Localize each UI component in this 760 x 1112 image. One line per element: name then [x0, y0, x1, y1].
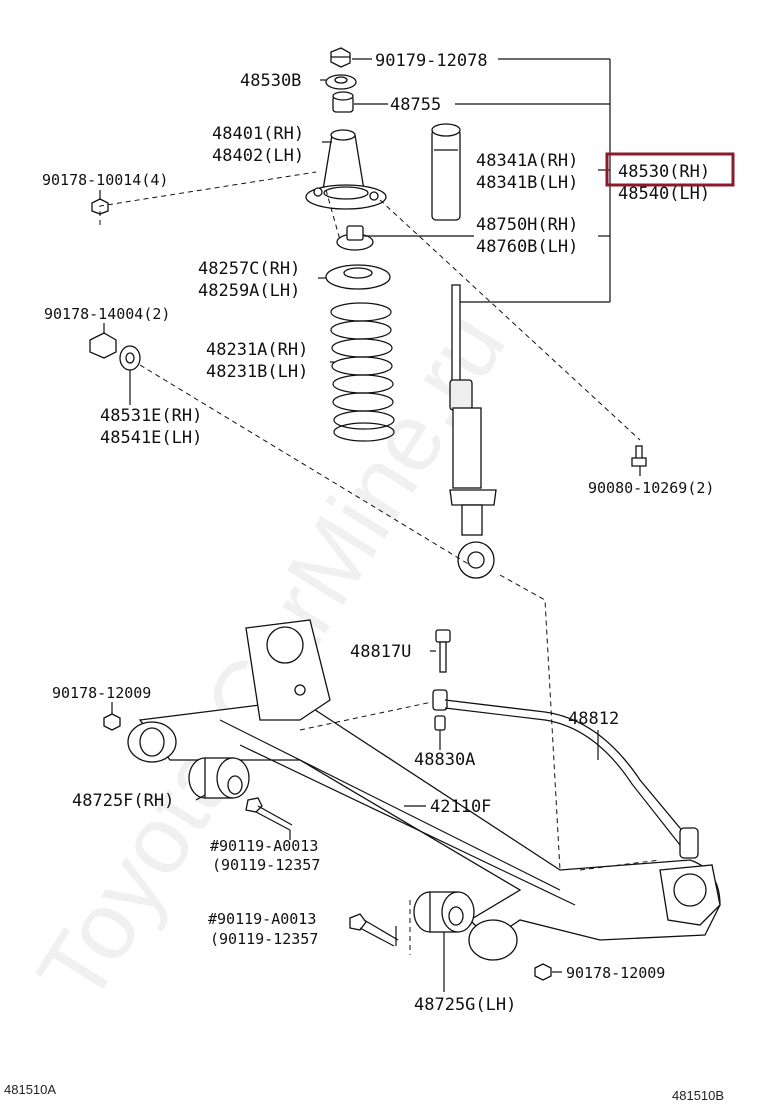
label-90119-12357-lower[interactable]: (90119-12357 — [210, 930, 318, 948]
label-48401[interactable]: 48401(RH) — [212, 124, 304, 144]
stabilizer-bar — [444, 699, 699, 859]
bushing — [332, 91, 354, 113]
label-48541e[interactable]: 48541E(LH) — [100, 428, 202, 448]
label-48725f[interactable]: 48725F(RH) — [72, 791, 174, 811]
label-42110f[interactable]: 42110F — [430, 797, 491, 817]
label-90178-12009-lower[interactable]: 90178-12009 — [566, 964, 665, 982]
bump-stop-boot — [431, 123, 461, 221]
label-48257c[interactable]: 48257C(RH) — [198, 259, 300, 279]
dashed-guides — [99, 171, 661, 955]
small-bolt-right — [631, 445, 647, 467]
label-48830a[interactable]: 48830A — [414, 750, 475, 770]
label-48540[interactable]: 48540(LH) — [618, 184, 710, 204]
label-48531e[interactable]: 48531E(RH) — [100, 406, 202, 426]
washer — [325, 74, 357, 90]
label-48755[interactable]: 48755 — [390, 95, 441, 115]
strut-mount — [305, 129, 387, 210]
bushing-rh — [188, 757, 250, 799]
label-48817u[interactable]: 48817U — [350, 642, 411, 662]
label-48530b[interactable]: 48530B — [240, 71, 301, 91]
label-48725g[interactable]: 48725G(LH) — [414, 995, 516, 1015]
label-48231b[interactable]: 48231B(LH) — [206, 362, 308, 382]
coil-spring — [330, 302, 395, 442]
label-90080-10269[interactable]: 90080-10269(2) — [588, 479, 714, 497]
bolt-48817u — [435, 629, 451, 673]
label-90119-a0013-lower[interactable]: #90119-A0013 — [208, 910, 316, 928]
label-48750h[interactable]: 48750H(RH) — [476, 215, 578, 235]
bolt-lower — [349, 913, 399, 947]
highlight-box — [605, 152, 735, 187]
axle-beam — [127, 619, 721, 961]
label-48402[interactable]: 48402(LH) — [212, 146, 304, 166]
nut-left — [89, 332, 117, 359]
shock-absorber — [449, 284, 497, 579]
footer-left-code: 481510A — [4, 1082, 56, 1097]
label-90178-10014[interactable]: 90178-10014(4) — [42, 171, 168, 189]
label-48341b[interactable]: 48341B(LH) — [476, 173, 578, 193]
label-48259a[interactable]: 48259A(LH) — [198, 281, 300, 301]
bushing-lh — [413, 891, 475, 933]
label-48812[interactable]: 48812 — [568, 709, 619, 729]
label-90178-12009-upper[interactable]: 90178-12009 — [52, 684, 151, 702]
label-90119-a0013-upper[interactable]: #90119-A0013 — [210, 837, 318, 855]
label-90179-12078[interactable]: 90179-12078 — [375, 51, 488, 71]
spring-seat-small — [336, 225, 374, 251]
label-90178-14004[interactable]: 90178-14004(2) — [44, 305, 170, 323]
leader-lines — [99, 58, 641, 992]
washer-left — [119, 345, 141, 371]
bolt-upper — [245, 797, 293, 831]
label-48530[interactable]: 48530(RH) — [618, 162, 710, 182]
nut-upper-left — [103, 713, 121, 731]
spring-insulator — [325, 264, 391, 290]
label-48760b[interactable]: 48760B(LH) — [476, 237, 578, 257]
label-48231a[interactable]: 48231A(RH) — [206, 340, 308, 360]
top-nut — [330, 47, 351, 68]
label-90119-12357-upper[interactable]: (90119-12357 — [212, 856, 320, 874]
label-48341a[interactable]: 48341A(RH) — [476, 151, 578, 171]
stabilizer-link — [432, 689, 448, 731]
footer-right-code: 481510B — [672, 1088, 724, 1103]
nut-lower-right — [534, 963, 552, 981]
